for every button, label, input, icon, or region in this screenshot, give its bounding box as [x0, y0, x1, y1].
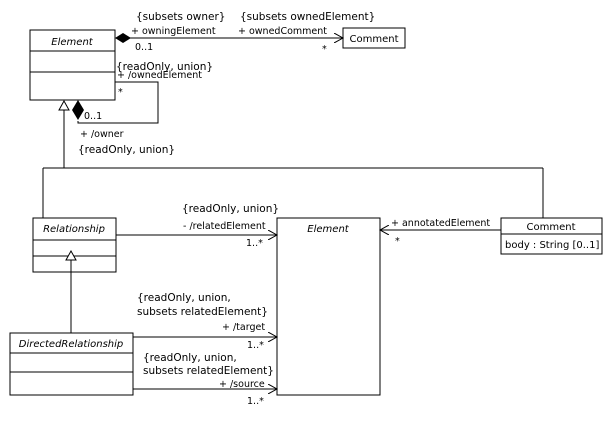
role-related-element: - /relatedElement: [183, 221, 266, 232]
class-relationship-name: Relationship: [43, 224, 105, 235]
generalization-to-relationship[interactable]: [65, 249, 77, 333]
mult-owned-comment: *: [322, 44, 327, 55]
constraint-subsets-owner: {subsets owner}: [136, 11, 225, 23]
constraint-source-line1: {readOnly, union,: [143, 352, 237, 364]
constraint-target-line2: subsets relatedElement}: [137, 306, 268, 318]
class-element-top[interactable]: Element: [29, 29, 116, 101]
class-directed-relationship[interactable]: DirectedRelationship: [9, 332, 134, 396]
role-target: + /target: [222, 322, 265, 333]
role-owner: + /owner: [80, 129, 124, 140]
role-annotated-element: + annotatedElement: [391, 218, 490, 229]
class-relationship[interactable]: Relationship: [32, 217, 117, 273]
class-comment-top-name: Comment: [350, 34, 399, 45]
mult-related-element: 1..*: [246, 238, 263, 249]
generalization-to-element[interactable]: [42, 99, 544, 218]
constraint-source-line2: subsets relatedElement}: [143, 365, 274, 377]
constraint-related-element-union: {readOnly, union}: [182, 203, 279, 215]
class-directed-relationship-name: DirectedRelationship: [19, 339, 124, 350]
class-comment-right[interactable]: Comment body : String [0..1]: [500, 217, 603, 255]
association-ownership[interactable]: [72, 81, 159, 124]
constraint-owned-element-union: {readOnly, union}: [116, 61, 213, 73]
constraint-owner-union: {readOnly, union}: [78, 144, 175, 156]
role-owned-comment: + ownedComment: [238, 26, 327, 37]
mult-owning-element: 0..1: [135, 42, 153, 53]
mult-owner: 0..1: [84, 111, 102, 122]
class-element-mid-name: Element: [307, 224, 349, 235]
class-comment-right-attribute: body : String [0..1]: [505, 240, 599, 251]
class-comment-right-name: Comment: [527, 222, 576, 233]
constraint-target-line1: {readOnly, union,: [137, 292, 231, 304]
mult-source: 1..*: [247, 396, 264, 407]
class-element-top-name: Element: [51, 37, 93, 48]
role-owning-element: + owningElement: [131, 26, 216, 37]
mult-owned-element: *: [118, 87, 123, 98]
role-source: + /source: [219, 379, 265, 390]
association-owned-comment[interactable]: [115, 33, 343, 43]
constraint-subsets-owned-element: {subsets ownedElement}: [240, 11, 375, 23]
mult-target: 1..*: [247, 340, 264, 351]
class-element-mid[interactable]: Element: [276, 217, 381, 396]
mult-annotated-element: *: [395, 236, 400, 247]
role-owned-element: + /ownedElement: [117, 70, 202, 81]
class-comment-top[interactable]: Comment: [342, 27, 406, 49]
